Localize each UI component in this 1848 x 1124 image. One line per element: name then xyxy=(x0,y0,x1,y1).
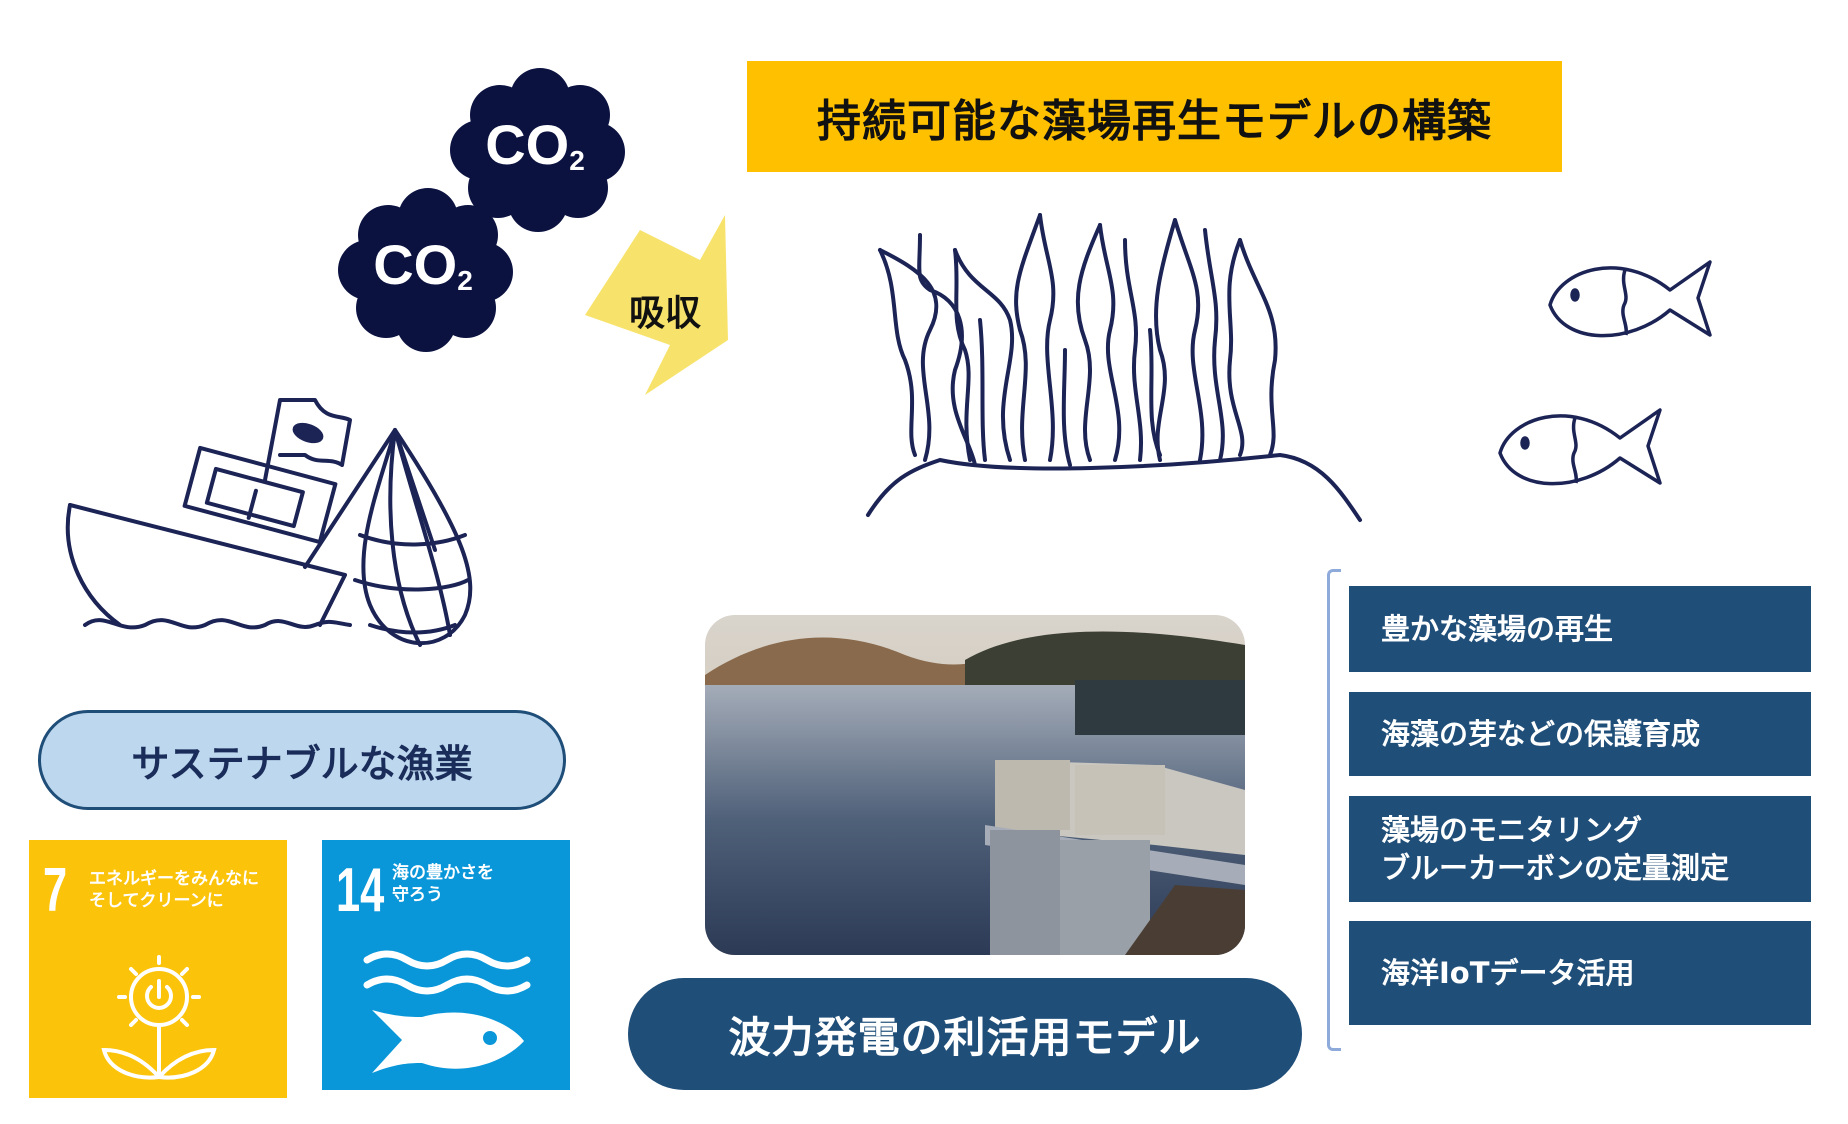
activity-item: 海洋IoTデータ活用 xyxy=(1349,921,1811,1025)
sun-power-plant-icon xyxy=(101,955,217,1080)
activities-bracket xyxy=(1327,569,1341,1051)
activity-item: 藻場のモニタリング ブルーカーボンの定量測定 xyxy=(1349,796,1811,902)
sdg-14-title: 海の豊かさを 守ろう xyxy=(392,863,494,905)
sustainable-fishery-label: サステナブルな漁業 xyxy=(38,710,566,810)
title-text: 持続可能な藻場再生モデルの構築 xyxy=(817,95,1492,147)
co2-absorption-graphic: CO2 CO2 吸収 xyxy=(338,68,728,395)
sea-photo-image xyxy=(705,615,1245,955)
activity-text: 海洋IoTデータ活用 xyxy=(1381,956,1635,990)
svg-text:吸収: 吸収 xyxy=(629,293,701,334)
wave-power-model-label: 波力発電の利活用モデル xyxy=(628,978,1302,1090)
activity-text: 藻場のモニタリング xyxy=(1381,813,1643,847)
sdg-goal-14-tile: 14 海の豊かさを 守ろう xyxy=(322,840,570,1090)
wave-fish-icon xyxy=(363,950,531,1073)
activity-item: 海藻の芽などの保護育成 xyxy=(1349,692,1811,776)
sdg-14-number: 14 xyxy=(336,856,385,925)
fishing-boat-icon xyxy=(65,398,473,647)
co2-cloud-icon: CO2 xyxy=(450,68,625,232)
svg-text:CO2: CO2 xyxy=(485,113,585,176)
activity-text: 豊かな藻場の再生 xyxy=(1381,612,1614,646)
sdg-7-number: 7 xyxy=(43,856,68,925)
sdg-goal-7-tile: 7 エネルギーをみんなに そしてクリーンに xyxy=(29,840,287,1098)
title-banner: 持続可能な藻場再生モデルの構築 xyxy=(747,61,1562,172)
svg-text:CO2: CO2 xyxy=(373,233,473,296)
wave-power-model-text: 波力発電の利活用モデル xyxy=(728,1012,1202,1062)
absorb-arrow-icon: 吸収 xyxy=(585,215,728,395)
co2-cloud-icon: CO2 xyxy=(338,188,513,352)
seaweed-bed-icon xyxy=(866,213,1362,522)
activity-text: ブルーカーボンの定量測定 xyxy=(1381,851,1730,885)
fish-icon xyxy=(1498,408,1662,486)
wave-power-device-photo xyxy=(705,615,1245,955)
activity-text: 海藻の芽などの保護育成 xyxy=(1381,717,1701,751)
fish-icon xyxy=(1548,260,1712,338)
sustainable-fishery-text: サステナブルな漁業 xyxy=(131,741,473,786)
sdg-7-title: エネルギーをみんなに そしてクリーンに xyxy=(89,869,259,911)
activity-item: 豊かな藻場の再生 xyxy=(1349,586,1811,672)
